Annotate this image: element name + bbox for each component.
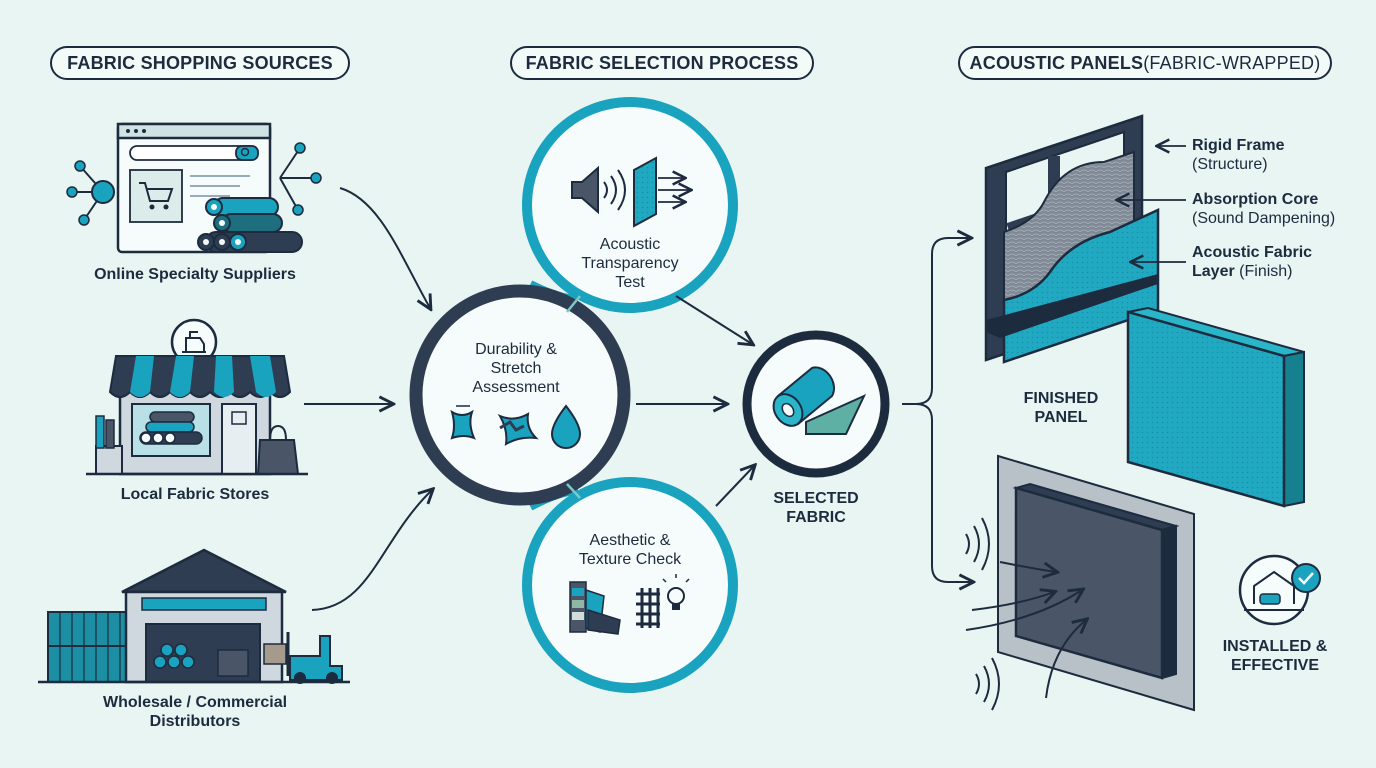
fabric-title-line-2: Layer <box>1192 263 1235 280</box>
header-acoustic-panels: ACOUSTIC PANELS (FABRIC-WRAPPED) <box>958 46 1332 80</box>
installed-home-check-icon <box>1238 554 1321 626</box>
aesthetic-line-2: Texture Check <box>578 551 682 568</box>
label-durability: Durability & Stretch Assessment <box>446 340 586 397</box>
local-label-text: Local Fabric Stores <box>120 486 270 503</box>
label-finished-panel: FINISHED PANEL <box>1006 389 1116 427</box>
header-sources-text: FABRIC SHOPPING SOURCES <box>67 52 333 73</box>
online-suppliers-icon <box>66 122 322 254</box>
header-panels-paren: (FABRIC-WRAPPED) <box>1143 52 1321 73</box>
label-aesthetic: Aesthetic & Texture Check <box>555 531 705 569</box>
fabric-sub: (Finish) <box>1239 263 1293 280</box>
durability-line-3: Assessment <box>472 379 560 396</box>
frame-sub: (Structure) <box>1192 156 1268 173</box>
wholesale-line-2: Distributors <box>149 713 241 730</box>
label-acoustic-test: Acoustic Transparency Test <box>560 235 700 292</box>
process-cluster <box>409 97 738 693</box>
wholesale-line-1: Wholesale / Commercial <box>102 694 288 711</box>
exploded-panel-icon <box>984 114 1186 364</box>
arrow-aesthetic-to-selected <box>715 466 754 507</box>
arrow-online-to-process <box>339 187 430 308</box>
fabric-title-line-1: Acoustic Fabric <box>1192 244 1313 261</box>
finished-line-1: FINISHED <box>1023 390 1099 407</box>
frame-title: Rigid Frame <box>1192 137 1285 154</box>
header-selection-process: FABRIC SELECTION PROCESS <box>510 46 814 80</box>
label-fabric-layer: Acoustic Fabric Layer (Finish) <box>1192 243 1312 281</box>
finished-panel-icon <box>1126 306 1305 508</box>
speaker-wave-icon <box>571 156 690 228</box>
swatch-texture-icon <box>569 574 690 635</box>
label-rigid-frame: Rigid Frame (Structure) <box>1192 136 1284 174</box>
label-wholesale: Wholesale / Commercial Distributors <box>60 693 330 731</box>
local-store-icon <box>86 318 308 476</box>
durability-line-2: Stretch <box>490 360 542 377</box>
selected-line-1: SELECTED <box>773 490 859 507</box>
core-title: Absorption Core <box>1192 191 1319 208</box>
label-selected-fabric: SELECTED FABRIC <box>756 489 876 527</box>
header-fabric-sources: FABRIC SHOPPING SOURCES <box>50 46 350 80</box>
installed-panel-icon <box>965 454 1195 712</box>
installed-line-2: EFFECTIVE <box>1230 657 1319 674</box>
durability-line-1: Durability & <box>475 341 557 358</box>
arrow-acoustic-to-selected <box>675 295 752 344</box>
label-absorption-core: Absorption Core (Sound Dampening) <box>1192 190 1335 228</box>
acoustic-line-1: Acoustic <box>599 236 661 253</box>
branch-arrows <box>902 238 972 582</box>
selected-fabric-roll-icon <box>742 330 890 478</box>
selected-line-2: FABRIC <box>786 509 846 526</box>
header-process-text: FABRIC SELECTION PROCESS <box>525 52 799 73</box>
label-online-suppliers: Online Specialty Suppliers <box>60 265 330 284</box>
warehouse-icon <box>38 548 350 684</box>
acoustic-line-3: Test <box>615 274 645 291</box>
label-installed: INSTALLED & EFFECTIVE <box>1210 637 1340 675</box>
finished-line-2: PANEL <box>1034 409 1088 426</box>
arrow-wholesale-to-process <box>311 490 432 611</box>
acoustic-line-2: Transparency <box>581 255 679 272</box>
label-local-stores: Local Fabric Stores <box>60 485 330 504</box>
installed-line-1: INSTALLED & <box>1222 638 1328 655</box>
header-panels-text: ACOUSTIC PANELS <box>969 52 1144 73</box>
aesthetic-line-1: Aesthetic & <box>589 532 671 549</box>
stretch-fabric-icon <box>450 404 582 449</box>
core-sub: (Sound Dampening) <box>1192 210 1336 227</box>
online-label-text: Online Specialty Suppliers <box>94 266 296 283</box>
